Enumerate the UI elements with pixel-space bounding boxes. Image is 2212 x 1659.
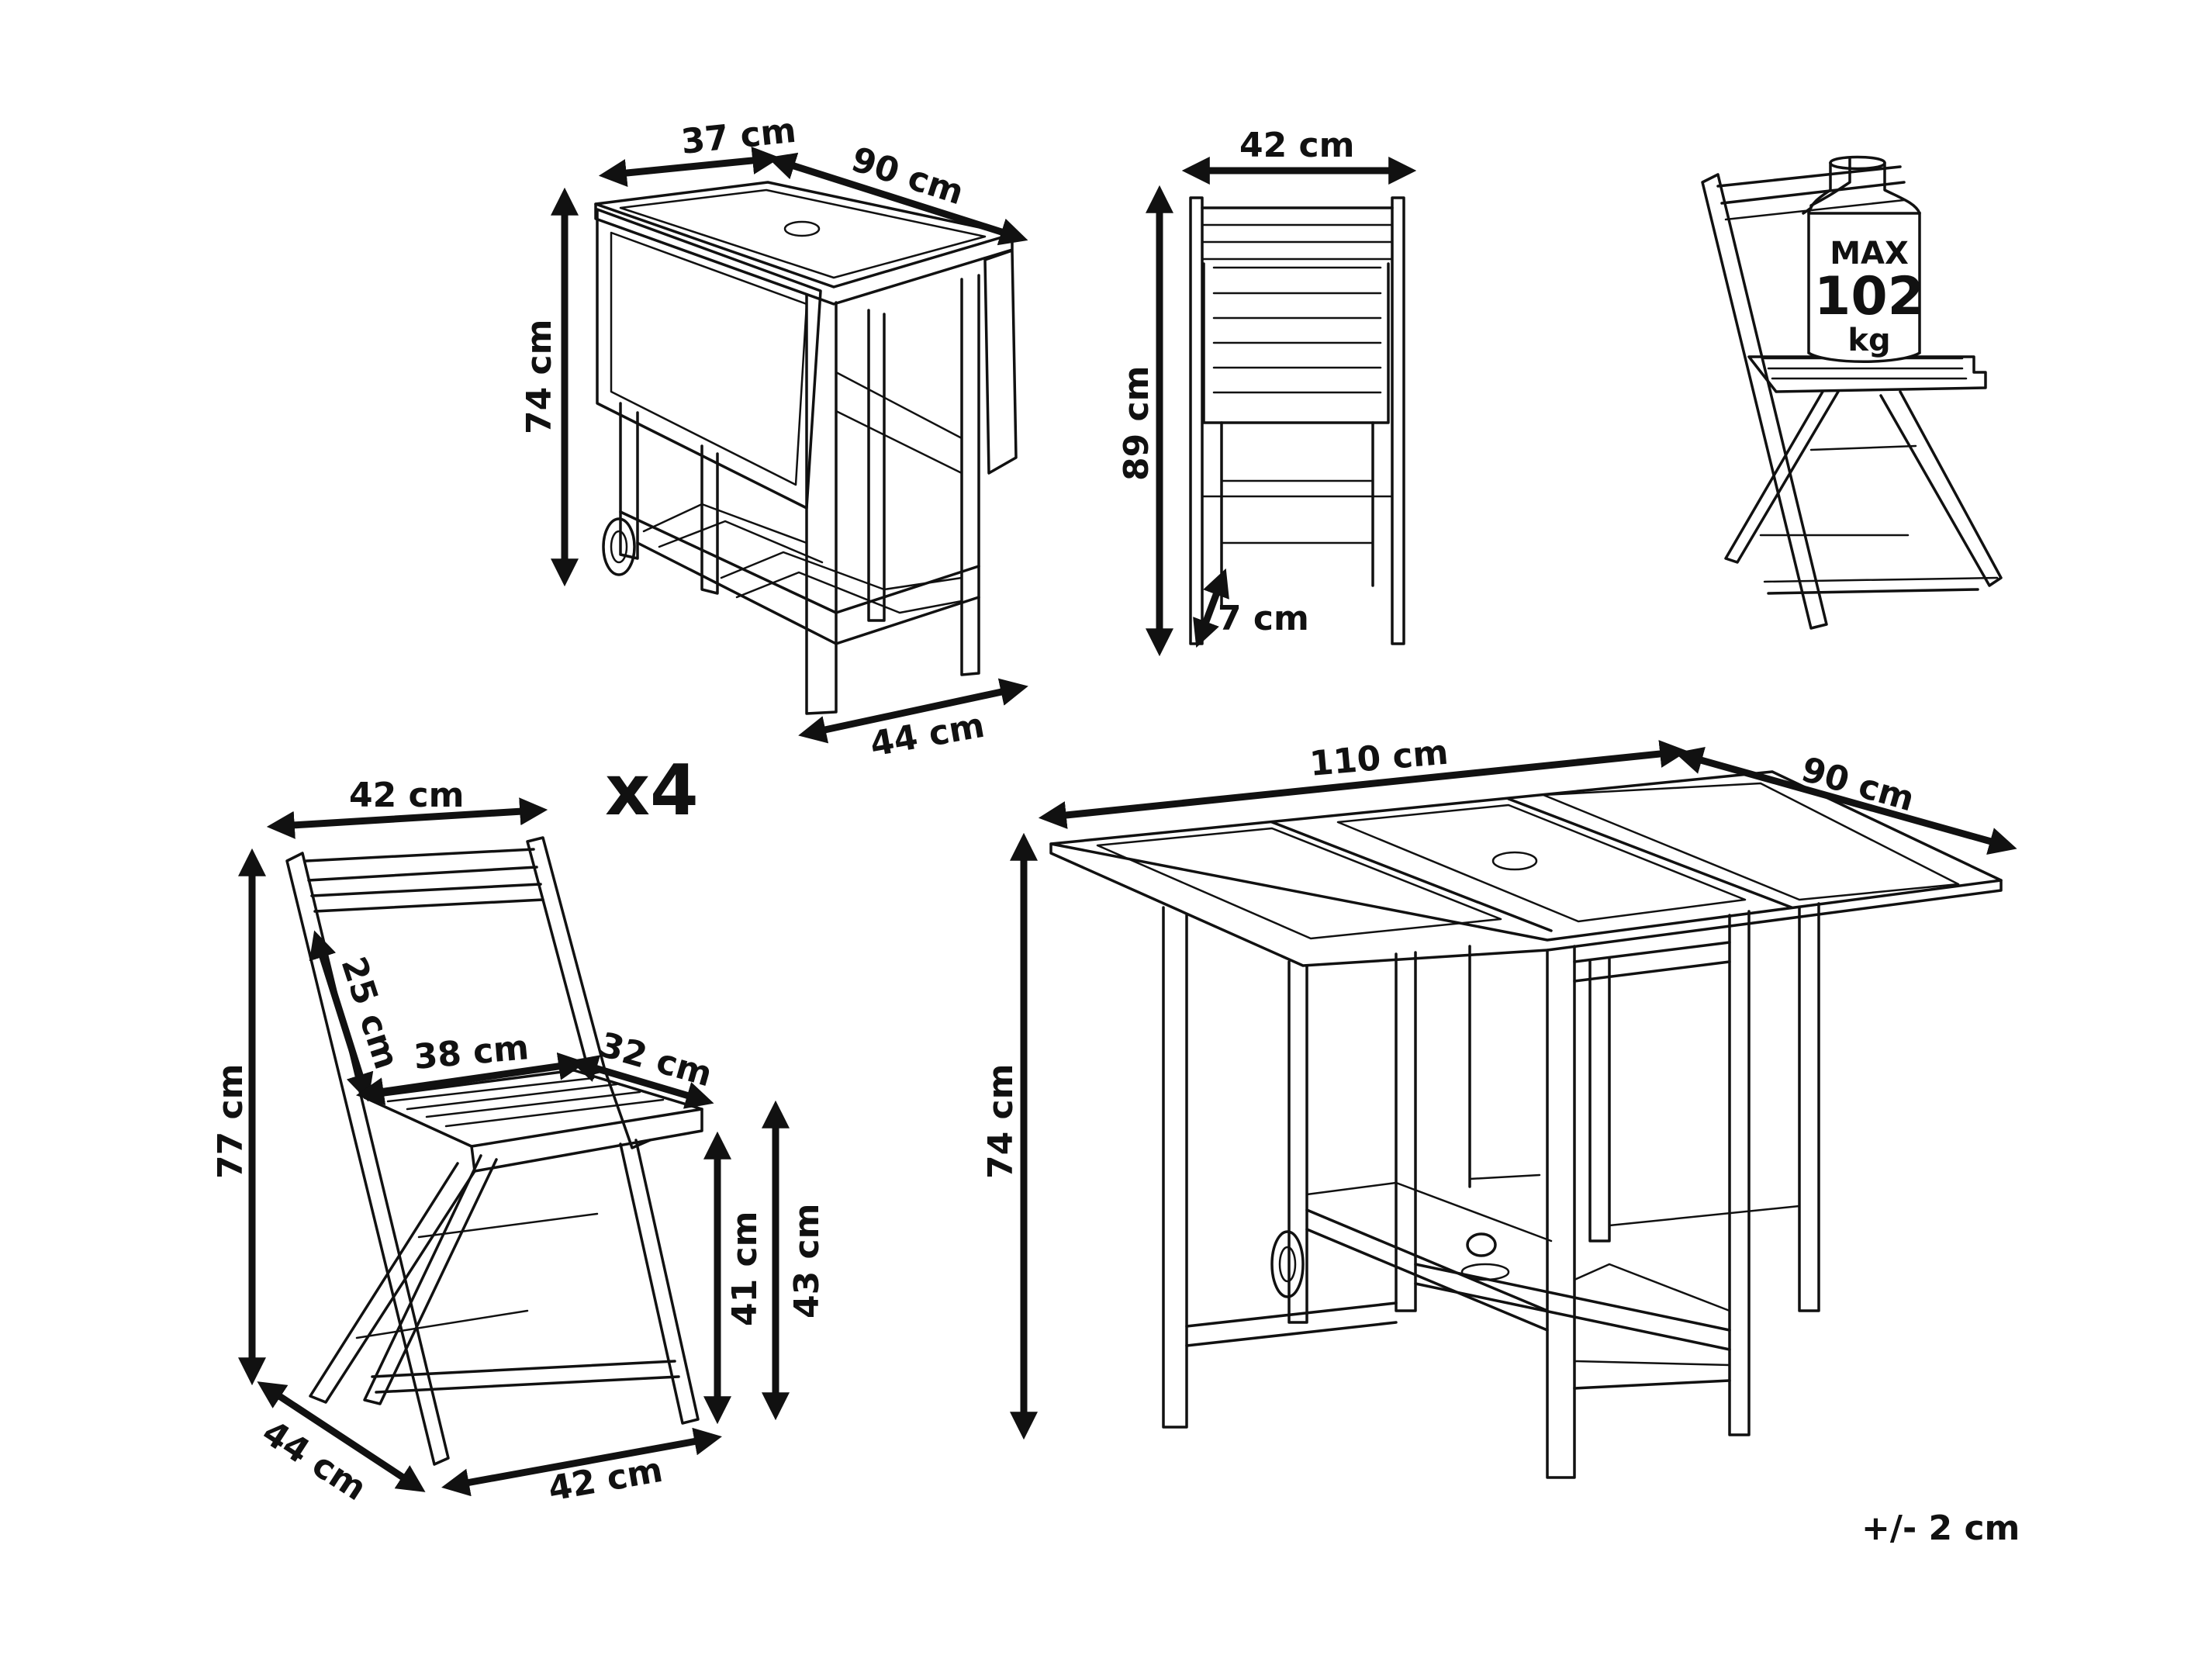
length-arrow bbox=[767, 152, 1028, 246]
weight-chair-illustration bbox=[1701, 165, 2003, 630]
weight-icon: MAX 102 kg bbox=[1802, 155, 1924, 363]
open-table-height-label: 74 cm bbox=[981, 1064, 1021, 1179]
open-chair-bottom-depth-arrow bbox=[257, 1381, 426, 1492]
open-chair-illustration bbox=[285, 836, 703, 1466]
folded-chair-thickness-arrow bbox=[1193, 568, 1229, 648]
open-table-width-label: 90 cm bbox=[1797, 750, 1919, 820]
open-chair-seat-width-arrow bbox=[355, 1052, 587, 1106]
open-chair-front-seat-height-label: 41 cm bbox=[725, 1211, 765, 1326]
weight-unit-label: kg bbox=[1847, 323, 1890, 358]
open-chair-top-width-label: 42 cm bbox=[349, 776, 464, 815]
folded-chair-illustration bbox=[1189, 196, 1405, 645]
open-chair-backrest-label: 25 cm bbox=[334, 952, 406, 1074]
folded-chair-thickness-label: 7 cm bbox=[1218, 599, 1309, 638]
weight-value-label: 102 bbox=[1814, 266, 1924, 327]
width-arrow bbox=[798, 678, 1028, 744]
folded-table-illustration bbox=[594, 181, 1018, 715]
open-chair-top-width-arrow bbox=[266, 797, 548, 839]
chair-quantity-label: x4 bbox=[605, 750, 699, 831]
folded-chair-width-label: 42 cm bbox=[1239, 126, 1354, 165]
tolerance-note: +/- 2 cm bbox=[1861, 1509, 2020, 1548]
open-chair-height-label: 77 cm bbox=[211, 1064, 251, 1179]
open-chair-bottom-depth-label: 44 cm bbox=[255, 1412, 373, 1509]
open-chair-back-seat-height-label: 43 cm bbox=[787, 1204, 827, 1319]
open-table-width-arrow bbox=[1675, 747, 2017, 855]
open-table-length-arrow bbox=[1038, 740, 1688, 829]
open-chair-seat-depth-arrow bbox=[569, 1055, 714, 1109]
folded-table-depth-label: 37 cm bbox=[679, 111, 798, 162]
weight-max-label: MAX bbox=[1830, 236, 1909, 271]
folded-chair-height-label: 89 cm bbox=[1117, 366, 1156, 481]
open-chair-bottom-width-label: 42 cm bbox=[545, 1450, 665, 1509]
depth-arrow bbox=[598, 147, 781, 187]
open-chair-bottom-width-arrow bbox=[441, 1427, 722, 1497]
open-table-illustration bbox=[1049, 770, 2003, 1479]
folded-table-height-label: 74 cm bbox=[520, 320, 559, 434]
